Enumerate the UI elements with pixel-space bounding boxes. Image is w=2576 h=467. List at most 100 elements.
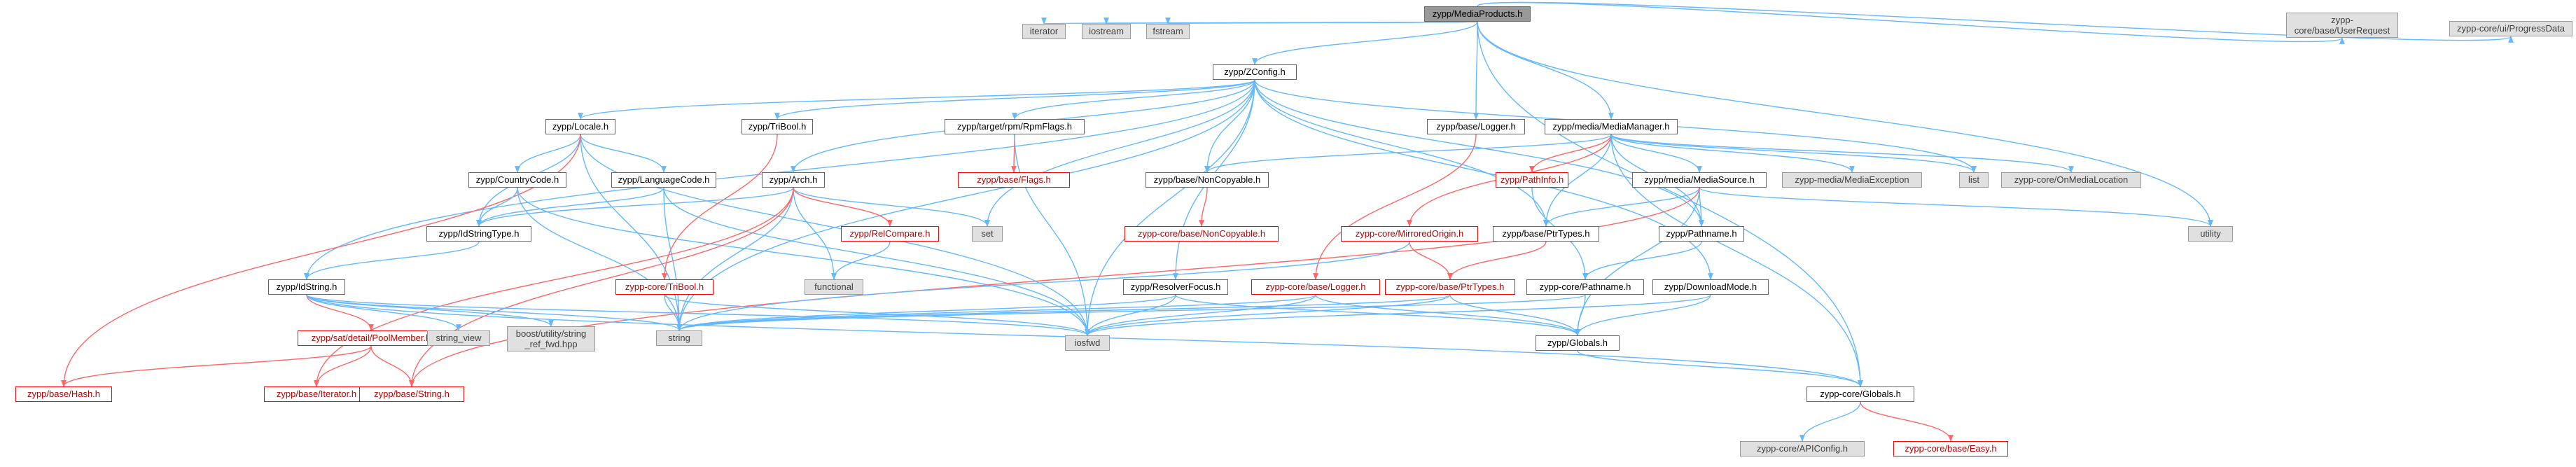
edge-language-to-idstringtype <box>476 187 664 227</box>
node-idstring[interactable]: zypp/IdString.h <box>268 279 345 295</box>
edge-idstringtype-to-idstring <box>304 241 480 280</box>
node-media-products[interactable]: zypp/MediaProducts.h <box>1424 6 1531 22</box>
node-user-request[interactable]: zypp-core/base/UserRequestException <box>2286 13 2398 38</box>
node-core-pathname[interactable]: zypp-core/Pathname.h <box>1526 279 1644 295</box>
edge-poolmember-to-base-hash <box>61 345 372 387</box>
edge-noncopyable-to-core-noncopyable <box>1199 187 1208 227</box>
edge-media-products-to-progress-data <box>1477 1 2514 43</box>
node-base-flags[interactable]: zypp/base/Flags.h <box>958 172 1070 188</box>
edge-zconfig-to-idstring <box>304 79 1255 280</box>
node-fstream[interactable]: fstream <box>1146 24 1190 39</box>
node-iosfwd[interactable]: iosfwd <box>1065 335 1110 351</box>
node-resolver-focus[interactable]: zypp/ResolverFocus.h <box>1123 279 1228 295</box>
edge-arch-to-set <box>793 187 990 227</box>
node-base-iterator[interactable]: zypp/base/Iterator.h <box>264 386 369 402</box>
node-core-tribool[interactable]: zypp-core/TriBool.h <box>615 279 713 295</box>
node-country[interactable]: zypp/CountryCode.h <box>468 172 566 188</box>
node-core-ptrtypes[interactable]: zypp-core/base/PtrTypes.h <box>1385 279 1515 295</box>
node-base-easy[interactable]: zypp-core/base/Easy.h <box>1893 441 2008 456</box>
edge-layer <box>61 1 2514 442</box>
edge-locale-to-country <box>515 134 581 173</box>
node-base-hash[interactable]: zypp/base/Hash.h <box>15 386 112 402</box>
edge-mirrored-origin-to-string <box>676 241 1410 331</box>
node-iostream[interactable]: iostream <box>1082 24 1131 39</box>
edge-download-mode-to-iosfwd <box>1085 294 1711 336</box>
edge-media-manager-to-media-exception <box>1610 134 1855 173</box>
node-base-string[interactable]: zypp/base/String.h <box>359 386 464 402</box>
edge-media-source-to-base-ptrtypes <box>1543 187 1700 227</box>
edge-core-ptrtypes-to-globals <box>1449 294 1580 336</box>
node-globals[interactable]: zypp/Globals.h <box>1536 335 1620 351</box>
node-noncopyable[interactable]: zypp/base/NonCopyable.h <box>1146 172 1269 188</box>
node-list[interactable]: list <box>1959 172 1989 188</box>
edge-resolver-focus-to-string <box>676 294 1176 331</box>
edge-zconfig-to-iosfwd <box>1085 79 1255 336</box>
node-string[interactable]: string <box>656 330 702 346</box>
node-utility[interactable]: utility <box>2188 226 2233 242</box>
edge-relcompare-to-functional <box>831 241 891 280</box>
node-pathinfo[interactable]: zypp/PathInfo.h <box>1496 172 1568 188</box>
edge-idstring-to-string-view <box>306 294 461 331</box>
node-set[interactable]: set <box>972 226 1003 242</box>
edge-arch-to-relcompare <box>793 187 893 227</box>
node-logger[interactable]: zypp/base/Logger.h <box>1427 119 1525 134</box>
node-iterator[interactable]: iterator <box>1022 24 1066 39</box>
node-base-ptrtypes[interactable]: zypp/base/PtrTypes.h <box>1493 226 1599 242</box>
edge-rpmflags-to-iosfwd <box>1014 134 1090 336</box>
node-download-mode[interactable]: zypp/DownloadMode.h <box>1652 279 1769 295</box>
edge-pathname-to-core-pathname <box>1582 241 1702 280</box>
edge-zconfig-to-pathname <box>1254 79 1704 227</box>
node-zconfig[interactable]: zypp/ZConfig.h <box>1213 64 1297 80</box>
node-boost-string[interactable]: boost/utility/string_ref_fwd.hpp <box>507 326 595 351</box>
node-api-config[interactable]: zypp-core/APIConfig.h <box>1740 441 1865 456</box>
edge-core-logger-to-globals <box>1315 294 1580 336</box>
node-media-manager[interactable]: zypp/media/MediaManager.h <box>1545 119 1678 134</box>
edge-media-products-to-core-globals <box>1477 21 1863 387</box>
node-media-exception[interactable]: zypp-media/MediaException <box>1782 172 1922 188</box>
edge-zconfig-to-tribool <box>774 79 1255 120</box>
edge-media-manager-to-media-source <box>1610 134 1702 173</box>
node-core-noncopyable[interactable]: zypp-core/base/NonCopyable.h <box>1125 226 1279 242</box>
edge-zconfig-to-base-ptrtypes <box>1254 79 1549 227</box>
node-poolmember[interactable]: zypp/sat/detail/PoolMember.h <box>298 330 445 346</box>
node-progress-data[interactable]: zypp-core/ui/ProgressData <box>2449 21 2572 36</box>
node-locale[interactable]: zypp/Locale.h <box>545 119 615 134</box>
node-on-media-location[interactable]: zypp-core/OnMediaLocation <box>2001 172 2141 188</box>
edge-core-pathname-to-string <box>676 294 1586 331</box>
edge-core-ptrtypes-to-iosfwd <box>1085 294 1451 336</box>
edge-base-ptrtypes-to-core-ptrtypes <box>1447 241 1547 280</box>
edge-core-logger-to-iosfwd <box>1085 294 1316 336</box>
node-tribool[interactable]: zypp/TriBool.h <box>742 119 813 134</box>
edge-zconfig-to-string <box>676 79 1255 331</box>
node-functional[interactable]: functional <box>805 279 863 295</box>
edge-zconfig-to-set <box>984 79 1255 227</box>
node-arch[interactable]: zypp/Arch.h <box>762 172 825 188</box>
edge-media-manager-to-list <box>1610 134 1977 173</box>
node-pathname[interactable]: zypp/Pathname.h <box>1659 226 1744 242</box>
edge-media-products-to-utility <box>1477 21 2213 227</box>
node-core-logger[interactable]: zypp-core/base/Logger.h <box>1251 279 1380 295</box>
node-core-globals[interactable]: zypp-core/Globals.h <box>1806 386 1914 402</box>
node-mirrored-origin[interactable]: zypp-core/MirroredOrigin.h <box>1341 226 1478 242</box>
node-rpmflags[interactable]: zypp/target/rpm/RpmFlags.h <box>945 119 1085 134</box>
edge-logger-to-core-logger <box>1313 134 1477 280</box>
edge-media-manager-to-noncopyable <box>1204 134 1612 173</box>
edge-country-to-iosfwd <box>517 187 1090 336</box>
edge-arch-to-idstringtype <box>476 187 794 227</box>
node-language[interactable]: zypp/LanguageCode.h <box>611 172 716 188</box>
edge-media-manager-to-base-ptrtypes <box>1543 134 1612 227</box>
edge-core-logger-to-string <box>676 294 1316 331</box>
node-media-source[interactable]: zypp/media/MediaSource.h <box>1632 172 1767 188</box>
node-string-view[interactable]: string_view <box>427 330 490 346</box>
edge-media-manager-to-on-media-location <box>1610 134 2074 173</box>
node-relcompare[interactable]: zypp/RelCompare.h <box>841 226 939 242</box>
edge-core-globals-to-api-config <box>1799 401 1861 442</box>
edge-media-manager-to-core-globals <box>1610 134 1863 387</box>
edge-download-mode-to-globals <box>1575 294 1711 336</box>
edge-tribool-to-core-tribool <box>662 134 778 280</box>
edge-zconfig-to-locale <box>578 79 1255 120</box>
edge-zconfig-to-noncopyable <box>1204 79 1255 173</box>
edge-zconfig-to-rpmflags <box>1012 79 1255 120</box>
node-idstringtype[interactable]: zypp/IdStringType.h <box>426 226 531 242</box>
